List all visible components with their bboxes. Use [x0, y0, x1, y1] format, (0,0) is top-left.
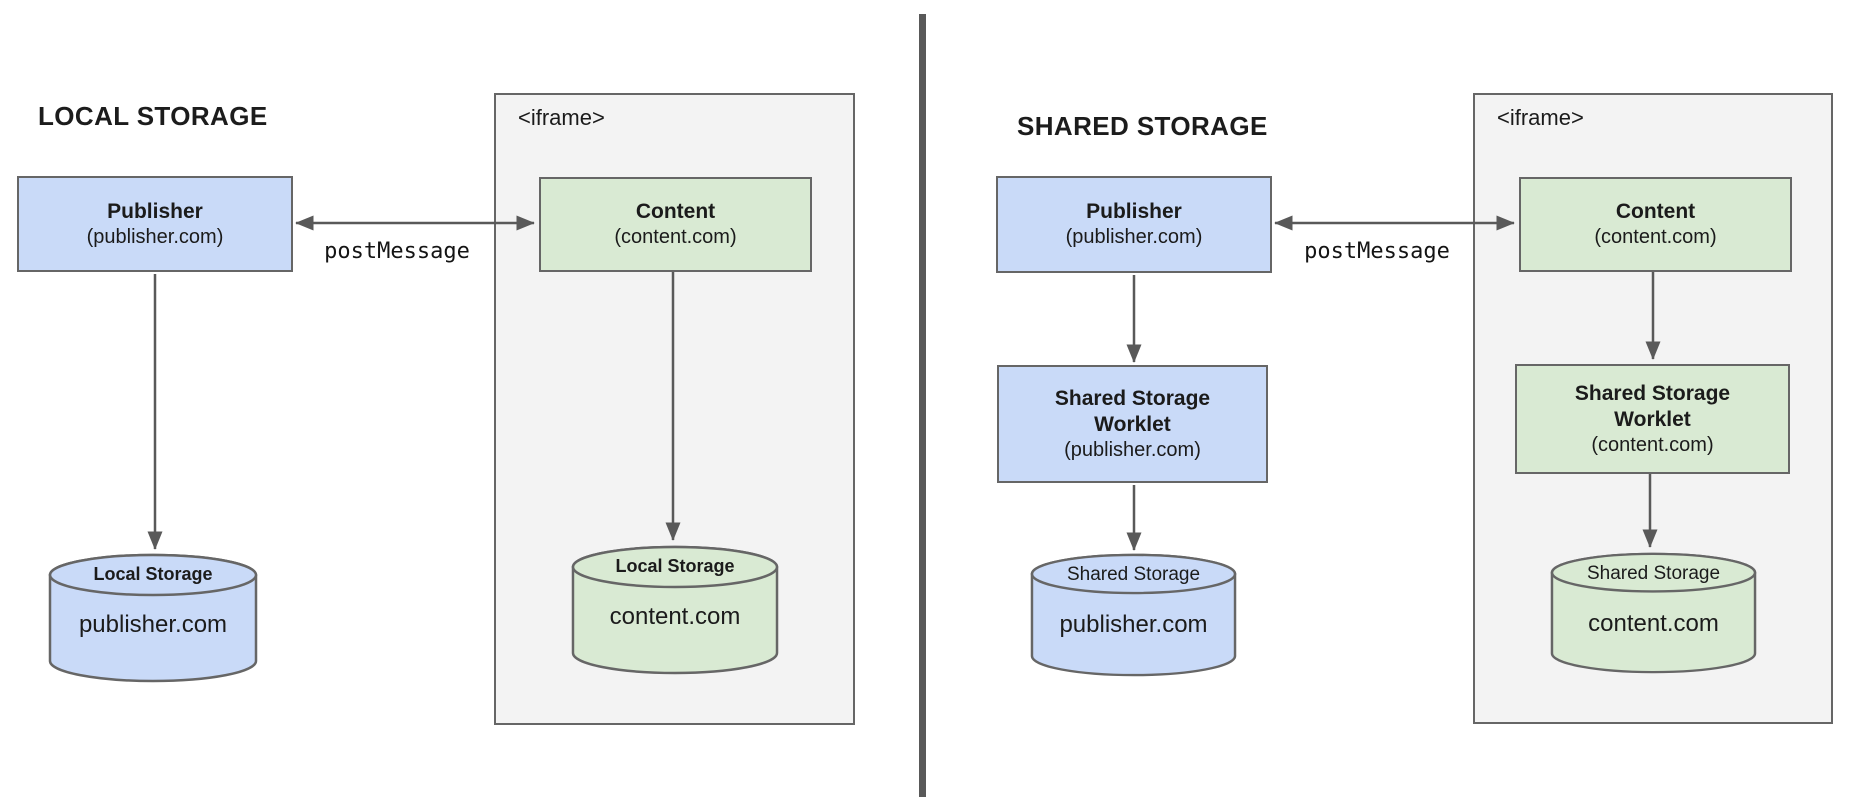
cylinder-label: Shared Storage: [1066, 564, 1201, 585]
worklet-domain: (content.com): [1591, 433, 1714, 456]
cylinder-domain: content.com: [1588, 610, 1719, 637]
cylinder-shape: [48, 553, 258, 683]
iframe-container-shared: <iframe> Content (content.com) Shared St…: [1473, 93, 1833, 724]
worklet-domain: (publisher.com): [1064, 438, 1201, 461]
cylinder-label: Local Storage: [93, 564, 213, 584]
local-storage-cylinder-publisher: Local Storage publisher.com: [48, 553, 258, 683]
postmessage-label-local: postMessage: [324, 239, 470, 264]
shared-storage-cylinder-content: Shared Storage content.com: [1550, 552, 1757, 674]
shared-storage-title: SHARED STORAGE: [1017, 111, 1268, 141]
postmessage-label-shared: postMessage: [1304, 239, 1450, 264]
cylinder-shape: [571, 545, 779, 675]
local-storage-title: LOCAL STORAGE: [38, 101, 268, 131]
content-domain: (content.com): [1594, 226, 1717, 249]
cylinder-domain: publisher.com: [1059, 611, 1208, 638]
shared-storage-cylinder-publisher: Shared Storage publisher.com: [1030, 553, 1237, 677]
cylinder-domain: publisher.com: [78, 611, 228, 638]
iframe-label-local: <iframe>: [518, 105, 605, 130]
content-name: Content: [1615, 200, 1696, 224]
publisher-domain: (publisher.com): [86, 225, 224, 248]
publisher-box-local: Publisher (publisher.com): [17, 176, 293, 272]
panel-divider: [919, 14, 926, 797]
publisher-name: Publisher: [1086, 200, 1182, 224]
content-domain: (content.com): [614, 226, 737, 249]
worklet-name-line1: Shared Storage: [1574, 381, 1731, 405]
worklet-name-line2: Worklet: [1094, 412, 1171, 436]
content-box-local: Content (content.com): [539, 177, 812, 272]
content-box-shared: Content (content.com): [1519, 177, 1792, 272]
worklet-name-line2: Worklet: [1614, 407, 1691, 431]
cylinder-shape: [1550, 552, 1757, 674]
publisher-box-shared: Publisher (publisher.com): [996, 176, 1272, 273]
cylinder-shape: [1030, 553, 1237, 677]
iframe-label-shared: <iframe>: [1497, 105, 1584, 130]
publisher-domain: (publisher.com): [1065, 226, 1203, 249]
local-storage-cylinder-content: Local Storage content.com: [571, 545, 779, 675]
content-name: Content: [635, 200, 716, 224]
cylinder-label: Local Storage: [615, 556, 735, 576]
iframe-container-local: <iframe> Content (content.com) Local Sto…: [494, 93, 855, 725]
publisher-name: Publisher: [107, 199, 203, 223]
cylinder-label: Shared Storage: [1586, 563, 1721, 584]
shared-storage-worklet-box-publisher: Shared Storage Worklet (publisher.com): [997, 365, 1268, 483]
worklet-name-line1: Shared Storage: [1054, 386, 1211, 410]
shared-storage-worklet-box-content: Shared Storage Worklet (content.com): [1515, 364, 1790, 474]
cylinder-domain: content.com: [609, 603, 741, 630]
